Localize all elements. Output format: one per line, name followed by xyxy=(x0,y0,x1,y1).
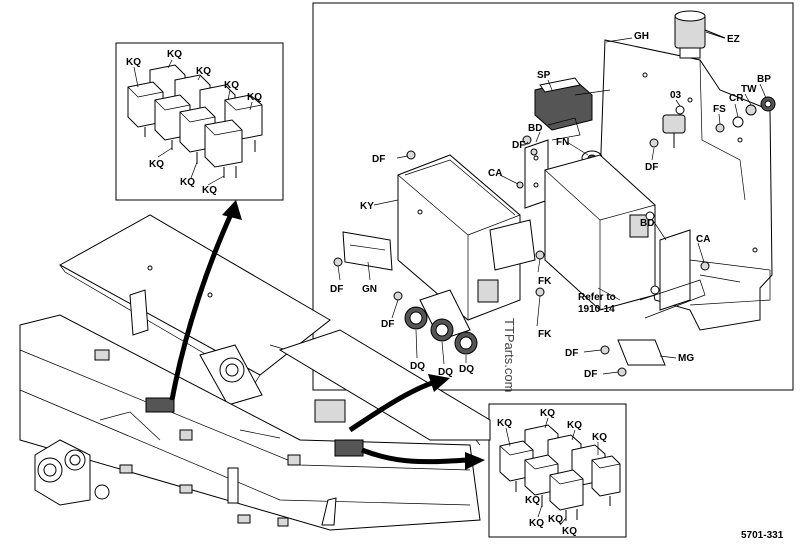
label-dq-1: DQ xyxy=(410,361,425,372)
dq-dials xyxy=(404,306,478,355)
mount-bracket-gn xyxy=(342,231,393,271)
relay-cluster-bottom xyxy=(499,424,621,521)
watermark: TTParts.com xyxy=(502,318,517,392)
relay-bottom-label-6: KQ xyxy=(529,518,544,529)
relay-bottom-label-7: KQ xyxy=(548,514,563,525)
label-mg: MG xyxy=(678,353,694,364)
label-df-2: DF xyxy=(512,140,525,151)
label-fk-1: FK xyxy=(538,276,552,287)
figure-number: 5701-331 xyxy=(741,530,784,541)
label-bd-top: BD xyxy=(528,123,542,134)
relay-bottom-label-8: KQ xyxy=(562,526,577,537)
label-dq-3: DQ xyxy=(459,364,474,375)
relay-top-labels: KQ KQ KQ KQ KQ KQ KQ KQ xyxy=(126,49,262,196)
label-refer-line1: Refer to xyxy=(578,292,616,303)
label-df-3: DF xyxy=(645,162,658,173)
relay-bottom-label-5: KQ xyxy=(525,495,540,506)
label-tw: TW xyxy=(741,84,757,95)
label-sp: SP xyxy=(537,70,551,81)
hardware-stack xyxy=(715,96,776,133)
label-df-4: DF xyxy=(330,284,343,295)
detail-labels: EZ GH SP BP TW CR FS 03 BD FN DF DF DF C… xyxy=(330,31,771,380)
label-dq-2: DQ xyxy=(438,367,453,378)
relay-cluster-top xyxy=(127,64,263,178)
arrowhead-detail xyxy=(428,374,450,392)
label-ca-1: CA xyxy=(488,168,502,179)
ez-motor xyxy=(674,10,726,59)
label-ca-2: CA xyxy=(696,234,710,245)
label-bd-mid: BD xyxy=(640,218,654,229)
relay-bottom-labels: KQ KQ KQ KQ KQ KQ KQ KQ xyxy=(497,408,607,537)
angle-bracket-inner xyxy=(489,219,536,271)
label-cr: CR xyxy=(729,93,744,104)
label-ky: KY xyxy=(360,201,374,212)
bd-bracket-middle xyxy=(659,229,771,311)
label-refer-line2: 1910-14 xyxy=(578,304,615,315)
relay-inset-top: KQ KQ KQ KQ KQ KQ KQ KQ xyxy=(115,42,284,201)
label-fn: FN xyxy=(556,137,569,148)
relay-top-label-5: KQ xyxy=(247,92,262,103)
leader-lines xyxy=(337,31,767,375)
label-ez: EZ xyxy=(727,34,740,45)
arrow-to-bottom-inset xyxy=(361,447,469,465)
label-bp: BP xyxy=(757,74,771,85)
relay-top-label-8: KQ xyxy=(202,185,217,196)
label-fk-2: FK xyxy=(538,329,552,340)
arrow-to-detail xyxy=(348,379,436,433)
label-gh: GH xyxy=(634,31,649,42)
relay-top-label-3: KQ xyxy=(196,66,211,77)
detail-view-panel: TTParts.com xyxy=(312,2,794,392)
relay-top-label-4: KQ xyxy=(224,80,239,91)
sp-switch xyxy=(534,77,611,131)
relay-top-label-1: KQ xyxy=(126,57,141,68)
label-gn: GN xyxy=(362,284,377,295)
relay-top-leaders xyxy=(133,59,253,186)
arrowhead-top-inset xyxy=(222,200,242,220)
relay-top-label-2: KQ xyxy=(167,49,182,60)
relay-bottom-label-2: KQ xyxy=(540,408,555,419)
relay-top-label-7: KQ xyxy=(180,177,195,188)
mg-bracket xyxy=(617,279,706,366)
label-df-5: DF xyxy=(381,319,394,330)
label-df-6: DF xyxy=(565,348,578,359)
relay-top-label-6: KQ xyxy=(149,159,164,170)
label-df-7: DF xyxy=(584,369,597,380)
label-df-1: DF xyxy=(372,154,385,165)
chassis-assembly xyxy=(19,214,491,531)
callout-arrows xyxy=(169,200,485,470)
relay-inset-bottom: KQ KQ KQ KQ KQ KQ KQ KQ xyxy=(488,403,627,538)
ky-housing xyxy=(397,154,521,341)
relay-bottom-leaders xyxy=(505,417,599,526)
relay-bottom-label-1: KQ xyxy=(497,418,512,429)
arrowhead-bottom-inset xyxy=(465,452,485,470)
label-fs: FS xyxy=(713,104,726,115)
arrow-to-top-inset xyxy=(169,210,235,401)
label-03: 03 xyxy=(670,90,682,101)
relay-bottom-label-4: KQ xyxy=(592,432,607,443)
relay-bottom-label-3: KQ xyxy=(567,420,582,431)
control-module-box xyxy=(544,154,660,311)
